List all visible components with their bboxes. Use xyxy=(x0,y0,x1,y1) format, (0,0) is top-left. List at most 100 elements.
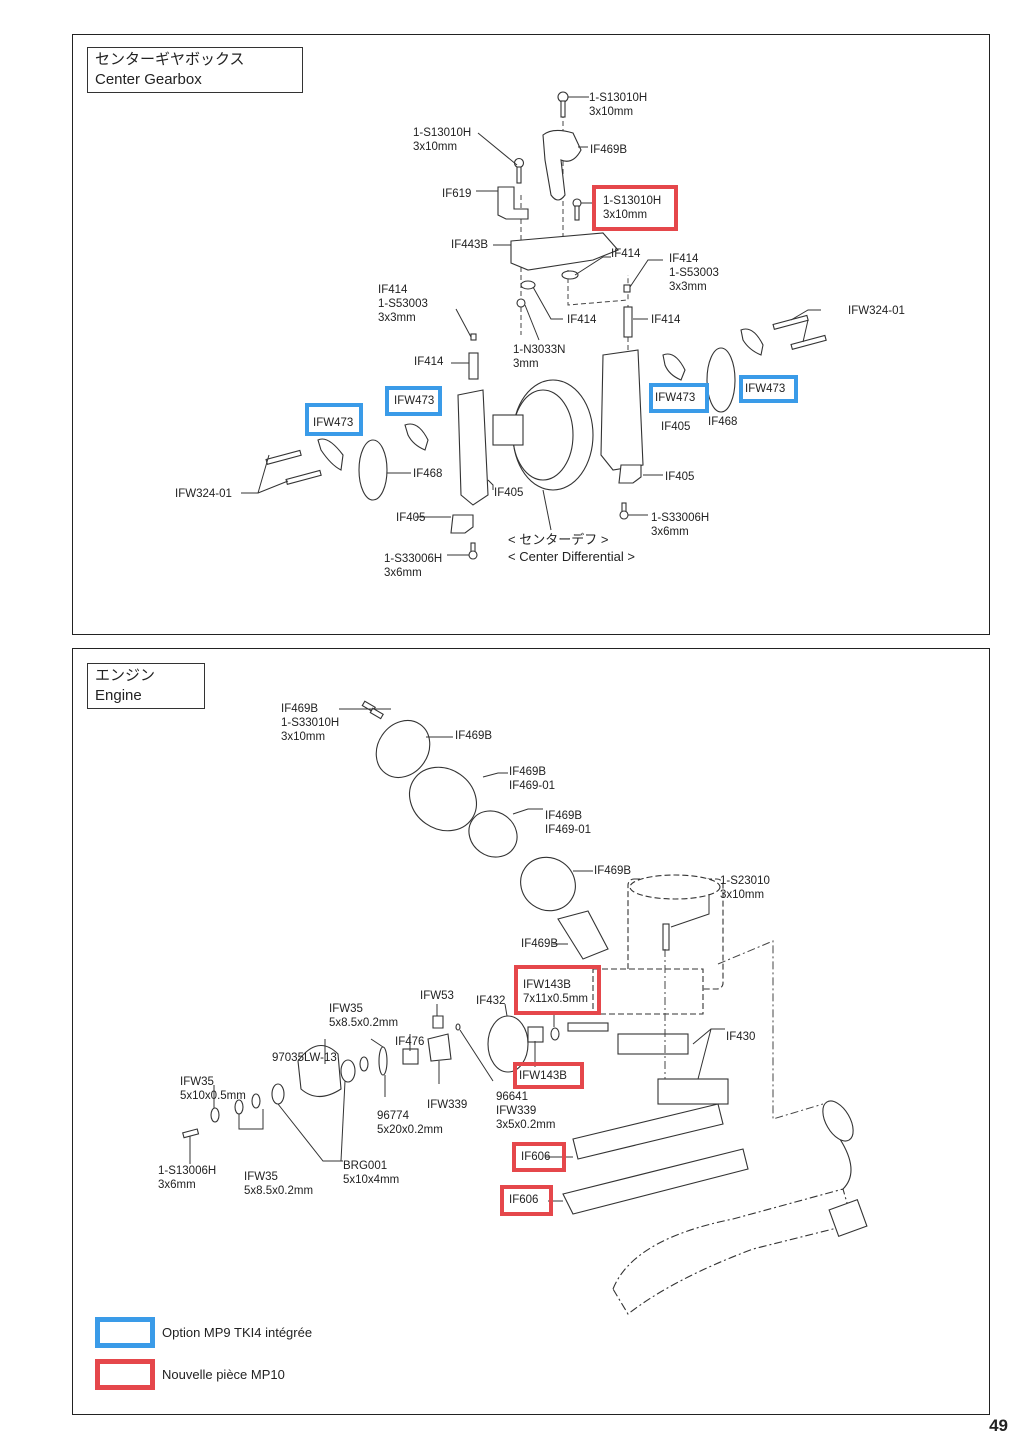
legend-swatch-red xyxy=(95,1359,155,1390)
legend: Option MP9 TKI4 intégrée Nouvelle pièce … xyxy=(95,1317,312,1401)
bracket-part xyxy=(542,129,582,201)
part-label: IF414 xyxy=(414,356,444,368)
engine-crankcase xyxy=(592,968,704,1015)
part-label: IFW324-01 xyxy=(175,488,232,500)
option-highlight xyxy=(385,386,442,416)
air-filter-neck xyxy=(557,910,609,960)
part-label: IF468 xyxy=(708,416,738,428)
assembly-axis xyxy=(567,270,629,306)
air-filter-base xyxy=(520,856,576,912)
part-label: IF414 xyxy=(567,314,597,326)
mount-part xyxy=(497,186,529,220)
part-label: 97035LW-13 xyxy=(272,1052,337,1064)
part-label: IF405 xyxy=(494,487,524,499)
washer-part xyxy=(550,1027,560,1041)
part-label: IF469B xyxy=(521,938,559,950)
exhaust-pipe xyxy=(612,1188,854,1315)
new-part-highlight xyxy=(513,1062,584,1089)
part-label: IF606 xyxy=(509,1194,539,1206)
air-filter-cap xyxy=(375,719,431,779)
part-label: IF619 xyxy=(442,188,472,200)
brake-pad-part xyxy=(404,423,429,451)
clutch-shoe-part xyxy=(432,1015,444,1029)
gearbox-case-right xyxy=(600,349,644,471)
engine-mount-bar xyxy=(657,1078,729,1105)
part-label: IF414 xyxy=(611,248,641,260)
bushing-part xyxy=(561,270,579,280)
part-label: IF430 xyxy=(726,1031,756,1043)
bearing-part xyxy=(271,1083,285,1105)
brake-pad-part xyxy=(317,438,344,471)
new-part-highlight xyxy=(592,185,678,231)
part-label: IFW53 xyxy=(420,990,454,1002)
bolt-part xyxy=(772,314,809,330)
screw-part xyxy=(557,91,569,118)
part-label: IF606 xyxy=(521,1151,551,1163)
brake-disc-part xyxy=(358,439,388,501)
section-title-engine: エンジン Engine xyxy=(87,663,205,709)
screw-part xyxy=(572,198,582,221)
section-title-en: Engine xyxy=(95,687,142,704)
nut-part xyxy=(516,298,526,308)
part-label: IFW143B xyxy=(519,1070,567,1082)
plate-part xyxy=(510,232,619,271)
new-part-highlight xyxy=(514,965,601,1015)
crankshaft xyxy=(567,1022,609,1032)
engine-mount-bar xyxy=(617,1033,689,1055)
part-label: IFW473 xyxy=(313,417,354,429)
screw-part xyxy=(662,923,670,951)
screw-part xyxy=(619,502,629,520)
center-gearbox-panel: センターギヤボックス Center Gearbox xyxy=(72,34,990,635)
diff-outdrive xyxy=(492,414,524,446)
air-filter-foam-outer xyxy=(409,766,477,832)
washer-part xyxy=(359,1056,369,1072)
section-title-en: Center Gearbox xyxy=(95,71,202,88)
gearbox-case-left xyxy=(457,389,489,506)
section-title-ja: センターギヤボックス xyxy=(95,51,245,68)
engine-body xyxy=(627,878,724,990)
washer-part xyxy=(251,1093,261,1109)
part-label: IF476 xyxy=(395,1036,425,1048)
legend-item-new-part: Nouvelle pièce MP10 xyxy=(95,1359,312,1390)
screw-part xyxy=(361,700,376,713)
brake-pad-part xyxy=(740,328,764,356)
part-label: IFW339 xyxy=(427,1099,468,1111)
center-differential xyxy=(512,379,594,491)
bushing-part xyxy=(520,280,536,290)
exhaust-coupler xyxy=(828,1199,868,1237)
page-number: 49 xyxy=(989,1416,1008,1435)
screw-part xyxy=(468,542,478,560)
bolt-part xyxy=(265,449,302,465)
part-label: IF405 xyxy=(661,421,691,433)
bolt-part xyxy=(790,334,827,350)
mount-plate xyxy=(572,1103,724,1160)
engine-head xyxy=(629,874,721,900)
washer-part xyxy=(378,1046,388,1076)
brake-disc-part xyxy=(706,347,736,413)
part-label: IFW473 xyxy=(655,392,696,404)
part-label: IF432 xyxy=(476,995,506,1007)
part-label: IFW473 xyxy=(394,395,435,407)
clutch-nut xyxy=(402,1048,419,1065)
header-manifold xyxy=(822,1100,854,1142)
part-label: IF469B xyxy=(594,865,632,877)
legend-label: Nouvelle pièce MP10 xyxy=(162,1367,285,1382)
engine-panel: エンジン Engine xyxy=(72,648,990,1415)
bearing-part xyxy=(340,1059,356,1083)
diff-mount-part xyxy=(618,464,642,484)
